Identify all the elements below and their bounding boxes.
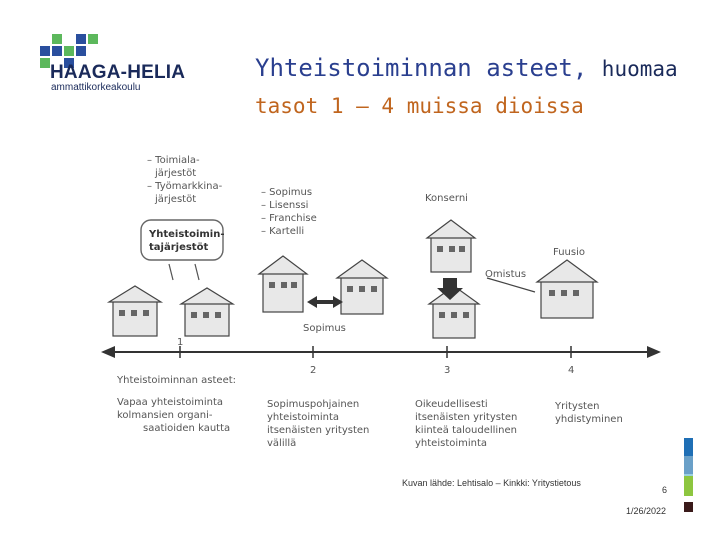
slide-title-line2: tasot 1 – 4 muissa dioissa <box>255 94 584 118</box>
left-list: – Toimiala- järjestöt – Työmarkkina- jär… <box>147 154 222 206</box>
mid-list-item: – Franchise <box>261 213 317 224</box>
cooperation-degrees-figure: – Toimiala- järjestöt – Työmarkkina- jär… <box>95 140 665 470</box>
desc-line: kolmansien organi- <box>117 410 213 421</box>
desc-line: saatioiden kautta <box>143 423 231 434</box>
box-label-line: tajärjestöt <box>149 242 209 253</box>
desc-line: yhdistyminen <box>555 414 623 425</box>
desc-line: Sopimuspohjainen <box>267 399 360 410</box>
desc-line: Yritysten <box>555 401 600 412</box>
decor-bar-1 <box>684 438 693 456</box>
mid-list-item: – Kartelli <box>261 226 305 237</box>
left-list-item: – Työmarkkina- <box>147 181 223 192</box>
decor-bar-5 <box>684 502 693 512</box>
desc-2: Sopimuspohjainen yhteistoiminta itsenäis… <box>267 398 369 450</box>
desc-3: Oikeudellisesti itsenäisten yritysten ki… <box>415 398 517 450</box>
scale-4: 4 <box>568 365 575 376</box>
haaga-helia-logo <box>40 34 98 68</box>
sopimus-label: Sopimus <box>303 323 346 334</box>
desc-4: Yritysten yhdistyminen <box>555 400 623 426</box>
decor-bar-4 <box>684 476 693 496</box>
desc-line: välillä <box>267 438 297 449</box>
figure-drawing <box>95 140 665 470</box>
mid-list: – Sopimus – Lisenssi – Franchise – Karte… <box>261 186 317 238</box>
logo-name: HAAGA-HELIA <box>50 62 186 83</box>
slide-date: 1/26/2022 <box>626 506 667 516</box>
fuusio-label: Fuusio <box>553 247 585 258</box>
desc-1: Vapaa yhteistoiminta kolmansien organi- … <box>117 396 230 435</box>
desc-line: yhteistoiminta <box>267 412 340 423</box>
konserni-label: Konserni <box>425 193 468 204</box>
desc-line: yhteistoiminta <box>415 438 488 449</box>
box-label: Yhteistoimin- tajärjestöt <box>149 228 225 254</box>
decor-bar-2 <box>684 456 693 474</box>
scale-2: 2 <box>310 365 317 376</box>
left-list-item: järjestöt <box>155 194 197 205</box>
left-list-item: – Toimiala- <box>147 155 200 166</box>
desc-line: kiinteä taloudellinen <box>415 425 518 436</box>
slide-title-line1: Yhteistoiminnan asteet, huomaa <box>255 54 678 82</box>
axis-label: Yhteistoiminnan asteet: <box>117 375 237 386</box>
box-label-line: Yhteistoimin- <box>149 229 225 240</box>
omistus-label: Omistus <box>485 269 527 280</box>
mid-list-item: – Lisenssi <box>261 200 309 211</box>
mid-list-item: – Sopimus <box>261 187 313 198</box>
left-list-item: järjestöt <box>155 168 197 179</box>
desc-line: itsenäisten yritysten <box>267 425 370 436</box>
page-number: 6 <box>662 485 668 495</box>
title-tail: huomaa <box>601 57 678 81</box>
scale-3: 3 <box>444 365 451 376</box>
desc-line: Vapaa yhteistoiminta <box>117 397 224 408</box>
desc-line: Oikeudellisesti <box>415 399 488 410</box>
title-main: Yhteistoiminnan asteet, <box>255 54 588 82</box>
desc-line: itsenäisten yritysten <box>415 412 518 423</box>
scale-1: 1 <box>177 337 184 348</box>
image-source-caption: Kuvan lähde: Lehtisalo – Kinkki: Yrityst… <box>402 478 581 488</box>
logo-subtitle: ammattikorkeakoulu <box>51 82 141 93</box>
decor-bar-3 <box>684 474 693 476</box>
